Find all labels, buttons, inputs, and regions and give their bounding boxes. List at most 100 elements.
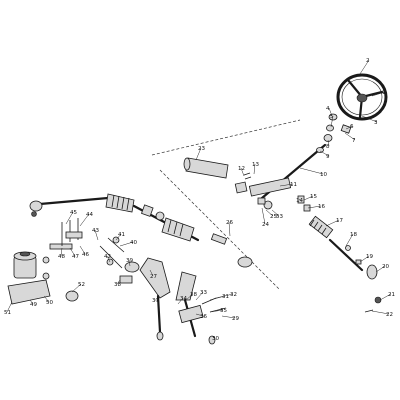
part-label-2: 2 <box>366 58 370 64</box>
part-label-7: 7 <box>352 138 356 144</box>
leader-line-22 <box>371 310 390 315</box>
part-label-1: 1 <box>382 90 386 96</box>
part-label-26: 26 <box>226 220 233 226</box>
leader-line-42 <box>106 255 111 263</box>
leader-line-2 <box>359 59 370 75</box>
part-label-25: 25 <box>270 214 277 220</box>
leader-line-45 <box>65 211 74 225</box>
leader-line-34 <box>177 297 184 305</box>
part-label-12: 12 <box>238 166 245 172</box>
leader-line-18 <box>345 233 354 247</box>
leader-line-53 <box>271 209 280 217</box>
part-label-39: 39 <box>126 258 133 264</box>
part-label-43: 43 <box>92 228 99 234</box>
part-label-18: 18 <box>350 232 357 238</box>
part-label-46: 46 <box>82 252 89 258</box>
leader-line-43 <box>94 229 99 241</box>
leader-line-6 <box>345 125 354 130</box>
part-label-8: 8 <box>326 144 330 150</box>
part-label-4: 4 <box>326 106 330 112</box>
part-label-13: 13 <box>252 162 259 168</box>
leader-line-19 <box>359 255 370 263</box>
part-label-49: 49 <box>30 302 37 308</box>
leader-line-5 <box>330 115 334 128</box>
leader-line-25 <box>265 209 274 217</box>
part-label-41: 41 <box>118 232 125 238</box>
leader-line-14 <box>298 198 301 201</box>
part-label-27: 27 <box>150 274 157 280</box>
part-label-11: 11 <box>290 182 297 188</box>
leader-line-23 <box>195 147 202 161</box>
column-nut <box>326 124 334 132</box>
part-label-33: 33 <box>200 290 207 296</box>
leader-line-3 <box>361 115 378 123</box>
part-label-17: 17 <box>336 218 343 224</box>
part-label-38: 38 <box>114 282 121 288</box>
part-label-36: 36 <box>200 314 207 320</box>
leader-line-9 <box>319 150 330 157</box>
part-label-3: 3 <box>374 120 378 126</box>
leader-line-44 <box>79 213 90 227</box>
part-label-45: 45 <box>70 210 77 216</box>
leader-line-36 <box>195 313 204 317</box>
leader-line-15 <box>303 195 314 201</box>
leader-line-51 <box>6 301 13 313</box>
leader-line-17 <box>325 219 340 227</box>
part-label-10: 10 <box>320 172 327 178</box>
leader-line-16 <box>307 205 322 209</box>
part-label-40: 40 <box>130 240 137 246</box>
part-label-15: 15 <box>310 194 317 200</box>
pedal-linkage <box>99 236 227 345</box>
leader-line-49 <box>29 299 34 305</box>
part-label-9: 9 <box>326 154 330 160</box>
leader-line-26 <box>228 221 231 237</box>
leader-line-33 <box>195 291 204 301</box>
leader-line-1 <box>371 91 386 97</box>
part-label-20: 20 <box>382 264 389 270</box>
part-label-30: 30 <box>212 336 219 342</box>
leader-line-10 <box>299 167 324 175</box>
part-label-14: 14 <box>296 198 303 204</box>
part-label-42: 42 <box>104 254 111 260</box>
separator-line <box>159 169 281 291</box>
leader-line-11 <box>279 183 294 187</box>
part-label-35: 35 <box>220 308 227 314</box>
part-label-22: 22 <box>386 312 393 318</box>
part-label-51: 51 <box>4 310 11 316</box>
part-label-52: 52 <box>78 282 85 288</box>
part-label-28: 28 <box>190 292 197 298</box>
leader-line-40 <box>119 241 134 247</box>
master-cylinder-reservoir <box>7 218 83 305</box>
part-label-47: 47 <box>72 254 79 260</box>
part-label-37: 37 <box>152 298 159 304</box>
leader-line-21 <box>379 293 392 301</box>
leader-line-47 <box>69 247 76 257</box>
part-label-23: 23 <box>198 146 205 152</box>
part-label-6: 6 <box>350 124 354 130</box>
part-label-53: 53 <box>276 214 283 220</box>
part-label-16: 16 <box>318 204 325 210</box>
leader-line-4 <box>328 107 333 117</box>
left-tie-rod <box>29 193 253 268</box>
part-label-34: 34 <box>180 296 187 302</box>
part-label-31: 31 <box>222 294 229 300</box>
leader-line-7 <box>344 132 356 141</box>
leader-line-28 <box>185 293 194 301</box>
part-label-19: 19 <box>366 254 373 260</box>
steering-wheel <box>336 73 388 121</box>
leader-line-52 <box>71 283 82 293</box>
part-label-29: 29 <box>232 316 239 322</box>
right-tie-rod <box>308 215 382 313</box>
steering-gear-assembly <box>234 172 311 212</box>
leader-line-50 <box>43 295 50 303</box>
leader-line-39 <box>128 259 131 267</box>
part-label-48: 48 <box>58 254 65 260</box>
steering-boot-tube <box>183 157 229 179</box>
part-label-32: 32 <box>230 292 237 298</box>
leader-line-24 <box>261 207 266 225</box>
leader-line-12 <box>240 167 245 177</box>
leader-line-20 <box>375 265 386 273</box>
leader-line-29 <box>221 315 236 319</box>
leader-line-27 <box>149 269 154 277</box>
